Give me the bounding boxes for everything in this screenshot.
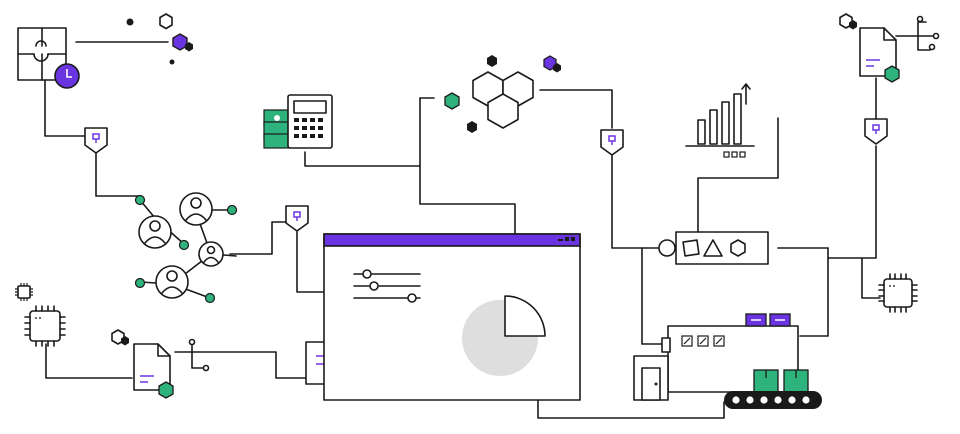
chip-icon <box>878 273 918 313</box>
user-avatar-icon <box>179 192 213 226</box>
chip-icon <box>15 283 33 301</box>
user-network-icon <box>134 192 238 304</box>
hexagon-cluster-icon <box>444 55 561 133</box>
factory-icon <box>633 313 799 401</box>
shapes-icon <box>658 231 769 265</box>
pin-marker-icon <box>600 129 624 156</box>
door-icon <box>633 355 669 401</box>
pin-marker-icon <box>285 205 309 232</box>
document-icon <box>111 329 174 399</box>
chip-icon <box>24 305 66 347</box>
browser-window <box>323 233 581 401</box>
document-icon <box>839 13 900 83</box>
hexagon-decor-icon <box>126 13 193 65</box>
bar-chart-icon <box>685 83 755 158</box>
slider-icon <box>353 269 421 303</box>
branch-icon <box>188 338 210 372</box>
cash-stack-icon <box>263 109 291 149</box>
branch-icon <box>916 15 940 51</box>
pin-marker-icon <box>84 127 108 154</box>
box-icon <box>783 369 809 393</box>
user-avatar-icon <box>198 241 224 267</box>
connector-lines <box>44 35 919 419</box>
user-avatar-icon <box>155 265 189 299</box>
pie-chart-icon <box>462 295 546 376</box>
pin-marker-icon <box>864 118 888 145</box>
window-controls-icon <box>558 237 575 241</box>
clock-icon <box>54 63 80 89</box>
user-avatar-icon <box>138 215 172 249</box>
conveyor-icon <box>724 369 822 409</box>
box-icon <box>753 369 779 393</box>
calculator-icon <box>287 94 333 149</box>
